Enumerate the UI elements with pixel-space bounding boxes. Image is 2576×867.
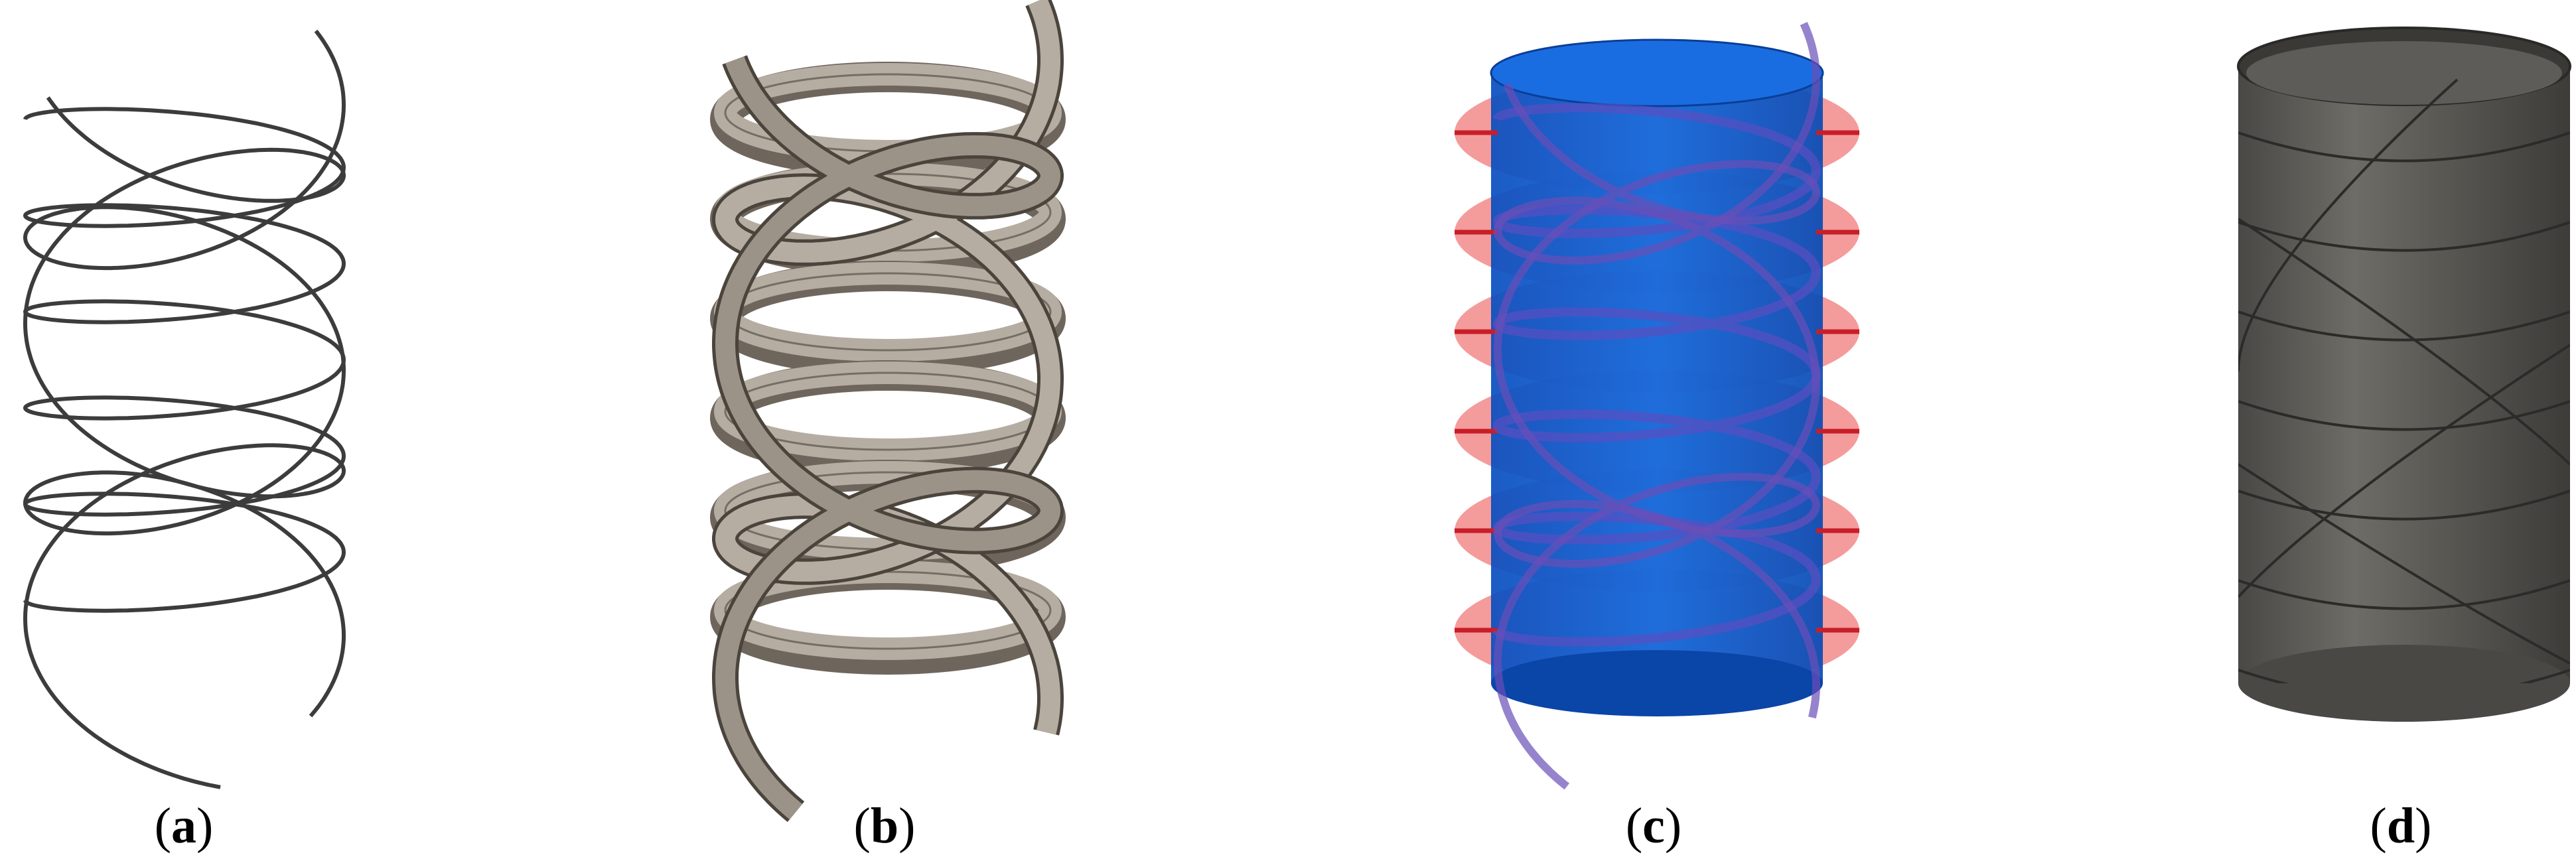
shell-ring-groove-4 [2238, 400, 2570, 431]
shell-inner-wall [2246, 41, 2562, 105]
shell-body [2238, 66, 2570, 683]
caption-a-close: ) [196, 798, 214, 854]
helix-rings-curve [23, 107, 346, 613]
caption-b-open: ( [853, 798, 871, 854]
caption-c-letter: c [1642, 798, 1665, 854]
caption-d-open: ( [2370, 798, 2387, 854]
caption-c: (c) [1587, 789, 1720, 862]
shell-diagonal-groove-2 [2238, 218, 2570, 665]
shell-groove-lines [2238, 78, 2570, 683]
caption-b-letter: b [870, 798, 899, 854]
caption-b: (b) [818, 789, 951, 862]
helix-steep-curve-2 [23, 96, 346, 789]
caption-a-letter: a [171, 798, 196, 854]
shell-bottom [2238, 645, 2570, 722]
shell-ring-groove-1 [2238, 131, 2570, 163]
shell-ring-groove-6 [2238, 579, 2570, 610]
panel-b-helical-strips [710, 0, 1066, 823]
blue-cylinder-bottom [1491, 650, 1823, 716]
blue-cylinder-top [1490, 38, 1824, 107]
caption-c-close: ) [1664, 798, 1682, 854]
panel-a-helix-wireframe [23, 29, 346, 789]
caption-b-close: ) [898, 798, 916, 854]
shell-diagonal-groove-1 [2238, 78, 2570, 598]
shell-ring-groove-2 [2238, 221, 2570, 252]
caption-a-open: ( [154, 798, 171, 854]
caption-d-letter: d [2386, 798, 2415, 854]
caption-c-open: ( [1625, 798, 1643, 854]
diagonal-strip-2 [715, 56, 1061, 820]
panel-c-cylinder-with-disks [1455, 22, 1859, 790]
purple-helix-diagonal-1 [1493, 22, 1820, 719]
caption-d-close: ) [2415, 798, 2432, 854]
shell-ring-groove-5 [2238, 490, 2570, 521]
shell-ring-groove-3 [2238, 310, 2570, 342]
purple-helix-diagonal-2 [1494, 82, 1821, 790]
panel-d-helix-shell [2237, 27, 2571, 722]
caption-d: (d) [2334, 789, 2467, 862]
caption-a: (a) [117, 789, 250, 862]
